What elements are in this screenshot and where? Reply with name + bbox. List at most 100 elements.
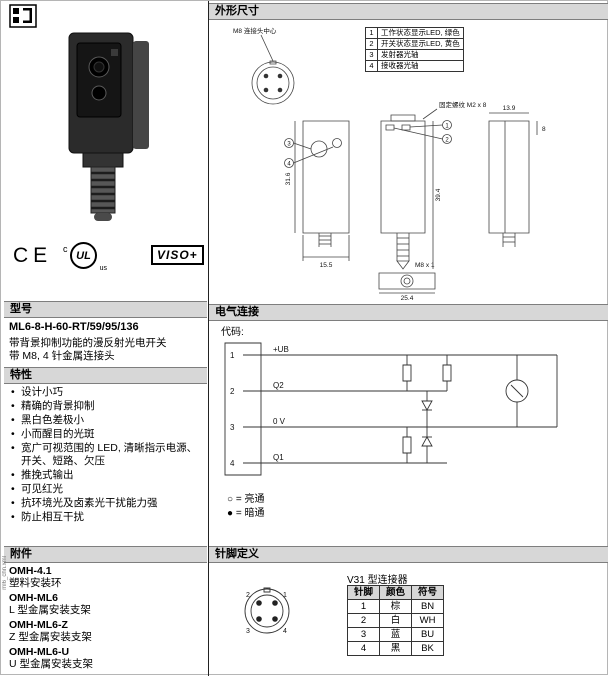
filled-circle-icon: ● [227,508,234,519]
connector-pin-3: 3 [246,628,250,635]
pinout-section-header: 针脚定义 [209,546,608,563]
legend-text: 接收器光轴 [377,60,464,72]
pin1-label: +UB [273,345,289,354]
ul-c-label: c [63,244,68,254]
ul-us-label: us [99,265,107,272]
feature-item: 推挽式输出 [9,469,201,482]
connector-face-drawing: 1 2 3 4 [235,579,299,635]
feature-item: 黑白色差极小 [9,414,201,427]
viso-logo: VISO+ [151,245,204,265]
accessory-item: OMH-ML6-U U 型金属安装支架 [9,646,93,670]
accessory-desc: 塑料安装环 [9,577,62,589]
model-desc-line1: 带背景抑制功能的漫反射光电开关 [9,337,167,349]
model-section-header: 型号 [4,301,207,318]
connector-pin-1: 1 [283,592,287,599]
connector-pin-4: 4 [283,628,287,635]
dim-front-height: 31.6 [285,172,292,185]
feature-item: 宽广可视范围的 LED, 清晰指示电源、开关、短路、欠压 [9,442,201,468]
connector-pin-2: 2 [246,592,250,599]
pinout-col-header: 针脚 [346,585,381,600]
dimension-drawing: M8 连接头中心 3 4 [233,26,546,301]
pinout-table: 针脚 颜色 符号 1 棕 BN 2 白 WH 3 蓝 BU 4 黑 [346,585,445,656]
model-code: ML6-8-H-60-RT/59/95/136 [9,321,139,333]
ul-mark: c UL us [63,242,107,272]
accessory-code: OMH-ML6-U [9,646,70,658]
accessory-code: OMH-4.1 [9,565,52,577]
dim-top-width: 13.9 [503,105,516,112]
legend-num: 4 [365,60,378,72]
legend-text: 发射器光轴 [377,49,464,61]
legend-dark-on: ● = 暗通 [227,508,265,519]
callout-4: 4 [287,162,291,168]
electrical-section-header: 电气连接 [209,304,608,321]
open-circle-icon: ○ [227,494,234,505]
pin2-label: Q2 [273,381,284,390]
feature-item: 可见红光 [9,483,201,496]
accessory-desc: Z 型金属安装支架 [9,631,92,643]
callout-2: 2 [445,138,449,144]
model-block: ML6-8-H-60-RT/59/95/136 带背景抑制功能的漫反射光电开关 … [9,321,203,363]
wiring-diagram: 1 +UB 2 Q2 3 0 V 4 Q1 [217,339,597,489]
accessory-code: OMH-ML6 [9,592,58,604]
sensor-pictogram-icon [9,4,37,28]
pin4-label: Q1 [273,453,284,462]
pinout-row: 3 蓝 BU [346,627,445,642]
m8x1-label: M8 x 1 [415,262,435,269]
features-list: 设计小巧 精确的背景抑制 黑白色差极小 小而醒目的光斑 宽广可视范围的 LED,… [9,386,201,525]
callout-3: 3 [287,142,291,148]
dimensions-section-header: 外形尺寸 [209,3,608,20]
accessory-desc: U 型金属安装支架 [9,658,93,670]
accessory-code: OMH-ML6-Z [9,619,68,631]
legend-text: 开关状态显示LED, 黄色 [377,38,464,50]
feature-item: 小而醒目的光斑 [9,428,201,441]
connector-type-label: V31 型连接器 [347,575,408,586]
dim-side-height: 39.4 [435,188,442,201]
model-desc-line2: 带 M8, 4 针金属连接头 [9,350,115,362]
legend-num: 1 [365,27,378,39]
pinout-row: 2 白 WH [346,613,445,628]
pin3-label: 0 V [273,417,286,426]
product-photo [68,32,149,221]
pinout-header-row: 针脚 颜色 符号 [346,585,445,600]
ul-circle-logo: UL [70,242,97,269]
pin4-num: 4 [230,459,235,468]
electrical-code-label: 代码: [221,327,244,338]
accessories-list: OMH-4.1 塑料安装环 OMH-ML6 L 型金属安装支架 OMH-ML6-… [9,565,93,673]
features-section-header: 特性 [4,367,207,384]
accessories-section-header: 附件 [4,546,207,563]
dim-bottom-width: 25.4 [401,295,414,301]
accessory-item: OMH-ML6 L 型金属安装支架 [9,592,93,616]
feature-item: 精确的背景抑制 [9,400,201,413]
legend-row: 4 接收器光轴 [365,60,464,72]
legend-num: 2 [365,38,378,50]
callout-1: 1 [445,124,449,130]
pin2-num: 2 [230,387,235,396]
pinout-col-header: 符号 [411,585,445,600]
m8-center-label: M8 连接头中心 [233,26,277,35]
legend-row: 2 开关状态显示LED, 黄色 [365,38,464,50]
accessory-item: OMH-4.1 塑料安装环 [9,565,93,589]
pinout-col-header: 颜色 [379,585,413,600]
legend-row: 1 工作状态显示LED, 绿色 [365,27,464,39]
feature-item: 设计小巧 [9,386,201,399]
feature-item: 防止相互干扰 [9,511,201,524]
dim-front-width: 15.5 [320,262,333,269]
switching-legend: ○ = 亮通 ● = 暗通 [227,493,264,521]
accessory-item: OMH-ML6-Z Z 型金属安装支架 [9,619,93,643]
pinout-row: 4 黑 BK [346,641,445,656]
thread-callout: 固定螺纹 M2 x 8 [439,100,487,109]
legend-num: 3 [365,49,378,61]
dimensions-legend-table: 1 工作状态显示LED, 绿色 2 开关状态显示LED, 黄色 3 发射器光轴 … [365,27,464,72]
feature-item: 抗环境光及卤素光干扰能力强 [9,497,201,510]
footer-file-code: ml6_chn.xml [2,556,8,590]
legend-light-on: ○ = 亮通 [227,494,265,505]
right-column: 外形尺寸 M8 连接头中心 3 4 [208,1,608,676]
pin3-num: 3 [230,423,235,432]
pinout-row: 1 棕 BN [346,599,445,614]
accessory-desc: L 型金属安装支架 [9,604,91,616]
dim-top-small: 8 [542,126,546,133]
legend-text: 工作状态显示LED, 绿色 [377,27,464,39]
legend-row: 3 发射器光轴 [365,49,464,61]
ce-mark: CE [13,244,53,267]
